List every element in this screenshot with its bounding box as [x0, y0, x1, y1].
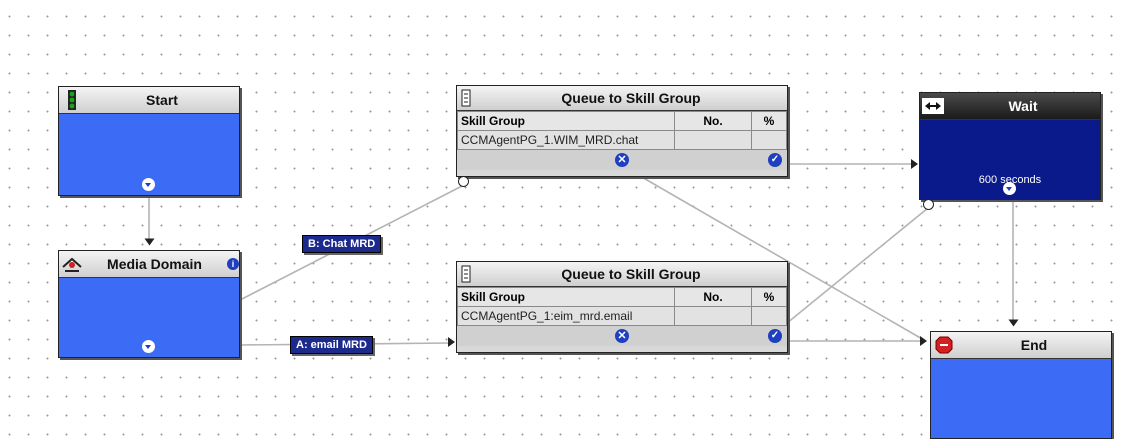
- skill-group-cell[interactable]: CCMAgentPG_1:eim_mrd.email: [457, 306, 675, 326]
- queue-email-input-arrow: [448, 337, 455, 347]
- queue-icon: [457, 263, 475, 285]
- failure-connector-icon[interactable]: ✕: [615, 153, 629, 167]
- success-connector-icon[interactable]: ✓: [768, 329, 782, 343]
- end-node[interactable]: End: [930, 331, 1112, 439]
- queue-chat-footer: ✕ ✓: [457, 150, 787, 170]
- end-title: End: [1020, 337, 1048, 353]
- start-title: Start: [146, 92, 178, 108]
- success-connector-icon[interactable]: ✓: [768, 153, 782, 167]
- skill-group-table: Skill Group No. % CCMAgentPG_1:eim_mrd.e…: [457, 287, 787, 326]
- skill-group-header: Skill Group: [457, 287, 675, 307]
- router-icon: [59, 252, 85, 276]
- wire-queue-top-fail-to-end: [639, 175, 925, 341]
- failure-connector-icon[interactable]: ✕: [615, 329, 629, 343]
- end-top-input-arrow: [1008, 319, 1019, 327]
- percent-header: %: [751, 287, 787, 307]
- percent-cell[interactable]: [751, 306, 787, 326]
- wait-input-arrow: [911, 159, 918, 169]
- table-row[interactable]: CCMAgentPG_1:eim_mrd.email: [457, 306, 787, 326]
- queue-skill-group-email-node[interactable]: Queue to Skill Group Skill Group No. % C…: [456, 261, 788, 353]
- number-header: No.: [674, 111, 752, 131]
- start-node[interactable]: Start: [58, 86, 240, 196]
- percent-header: %: [751, 111, 787, 131]
- chat-mrd-branch-label[interactable]: B: Chat MRD: [302, 235, 382, 253]
- number-cell[interactable]: [674, 306, 752, 326]
- start-output-connector[interactable]: [142, 178, 155, 191]
- queue-email-footer: ✕ ✓: [457, 326, 787, 346]
- queue-email-title: Queue to Skill Group: [561, 266, 701, 282]
- start-body: [59, 114, 239, 195]
- skill-group-cell[interactable]: CCMAgentPG_1.WIM_MRD.chat: [457, 130, 675, 150]
- email-mrd-branch-label[interactable]: A: email MRD: [290, 336, 373, 354]
- traffic-light-icon: [59, 88, 85, 112]
- skill-group-table: Skill Group No. % CCMAgentPG_1.WIM_MRD.c…: [457, 111, 787, 150]
- skill-group-header: Skill Group: [457, 111, 675, 131]
- number-header: No.: [674, 287, 752, 307]
- media-domain-output-connector[interactable]: [142, 340, 155, 353]
- wait-node[interactable]: Wait 600 seconds: [919, 92, 1101, 200]
- media-domain-node[interactable]: Media Domain i: [58, 250, 240, 358]
- media-domain-body: [59, 278, 239, 357]
- queue-chat-title: Queue to Skill Group: [561, 90, 701, 106]
- wait-title: Wait: [1008, 98, 1038, 114]
- media-domain-input-arrow: [144, 238, 155, 246]
- percent-cell[interactable]: [751, 130, 787, 150]
- queue-skill-group-chat-node[interactable]: Queue to Skill Group Skill Group No. % C…: [456, 85, 788, 177]
- stop-sign-icon: [931, 333, 957, 357]
- wire-queue-bottom-fail-to-wait: [764, 207, 929, 342]
- table-row[interactable]: CCMAgentPG_1.WIM_MRD.chat: [457, 130, 787, 150]
- queue-icon: [457, 87, 475, 109]
- wait-timeout-port[interactable]: [923, 199, 934, 210]
- end-body: [931, 359, 1111, 438]
- queue-chat-input-port[interactable]: [458, 176, 469, 187]
- wait-output-connector[interactable]: [1003, 182, 1016, 195]
- wait-duration: 600 seconds: [978, 174, 1042, 186]
- wait-body: 600 seconds: [920, 120, 1100, 199]
- wait-arrows-icon: [920, 94, 946, 118]
- end-input-arrow: [920, 336, 927, 346]
- media-domain-title: Media Domain: [107, 256, 202, 272]
- info-icon[interactable]: i: [227, 258, 239, 270]
- number-cell[interactable]: [674, 130, 752, 150]
